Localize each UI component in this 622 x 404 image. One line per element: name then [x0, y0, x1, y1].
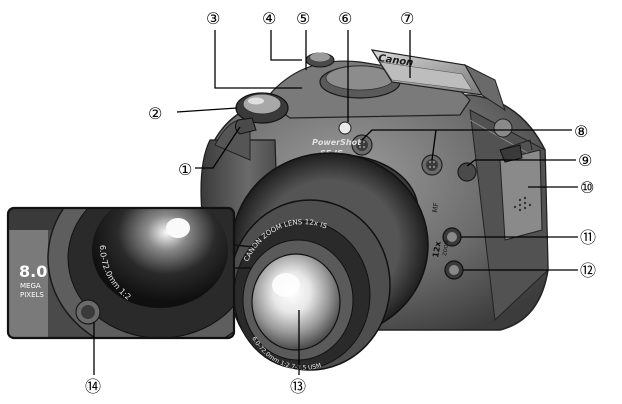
- megapixel-line2: PIXELS: [20, 291, 44, 299]
- model-line1: PowerShot: [312, 138, 362, 147]
- callout-2: ②: [148, 104, 162, 123]
- zoom-button[interactable]: [444, 260, 464, 280]
- lens-glass: [251, 253, 341, 351]
- megapixel-value: 8.0: [19, 262, 47, 281]
- leader-8b: [431, 129, 437, 161]
- leader-3: [214, 30, 302, 89]
- callout-7: ⑦: [400, 9, 414, 28]
- shutter-button[interactable]: [242, 93, 282, 115]
- leader-1: [195, 126, 241, 169]
- leader-9: [466, 159, 576, 167]
- af-assist-lamp: [338, 121, 352, 135]
- inset-connector-top: [233, 244, 255, 248]
- flash-unit: Canon: [370, 49, 506, 112]
- zoom-badge-zoom: ZOOM: [442, 240, 451, 256]
- brand-logo: Canon: [378, 53, 414, 69]
- speaker-grille: [499, 139, 543, 241]
- callout-labels: ③ ④ ⑤ ⑥ ⑦ ② ① ⑧ ⑨ ⑩ ⑪ ⑫ ⑬ ⑭: [85, 9, 596, 396]
- shutter-assembly: [234, 92, 289, 135]
- leader-2: [176, 107, 238, 113]
- microphone-left: [351, 134, 373, 156]
- callout-3: ③: [206, 9, 220, 28]
- zoom-badge-12x: 12x: [431, 240, 443, 258]
- callout-9: ⑨: [578, 151, 592, 170]
- callout-13: ⑬: [290, 377, 306, 396]
- callout-6: ⑥: [338, 9, 352, 28]
- mf-label: MF: [431, 202, 441, 213]
- callout-4: ④: [262, 9, 276, 28]
- leader-4: [270, 30, 302, 61]
- leader-8a: [361, 129, 572, 141]
- callout-14: ⑭: [85, 377, 101, 396]
- callout-8: ⑧: [574, 122, 588, 141]
- callout-5: ⑤: [296, 9, 310, 28]
- top-right-button[interactable]: [493, 118, 513, 138]
- callout-12: ⑫: [580, 261, 596, 280]
- inset-detail: 6.0-72.0mm 1:2 8.0 MEGA PIXELS: [6, 206, 236, 340]
- megapixel-line1: MEGA: [20, 282, 41, 290]
- leader-lines: [93, 30, 578, 375]
- callout-1: ①: [178, 160, 192, 179]
- callout-11: ⑪: [580, 228, 596, 247]
- microphone-right: [421, 154, 443, 176]
- lens-barrel: CANON ZOOM LENS 12x IS 6.0-72.0mm 1:2.7-…: [229, 152, 429, 372]
- callout-10: ⑩: [580, 178, 594, 197]
- remote-sensor: [457, 162, 477, 182]
